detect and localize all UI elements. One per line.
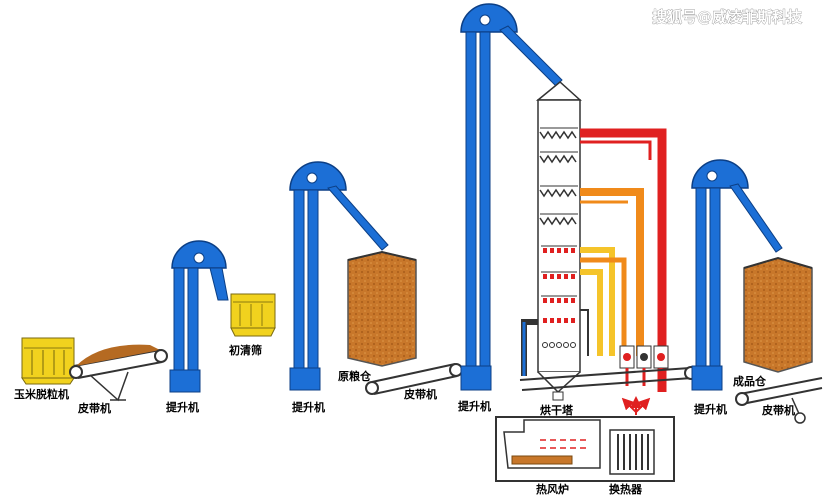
bucket-elevator-2 bbox=[289, 161, 389, 391]
elevator-3-label: 提升机 bbox=[458, 399, 491, 413]
watermark-text: 搜狐号@威凌菲斯科技 bbox=[652, 8, 803, 26]
belt-conveyor-1 bbox=[69, 344, 168, 402]
pre-cleaner-label: 初清筛 bbox=[229, 343, 262, 357]
elevator-1-label: 提升机 bbox=[166, 400, 199, 414]
tower-tier-lower bbox=[541, 245, 577, 348]
drying-tower bbox=[535, 81, 582, 401]
corn-sheller bbox=[21, 337, 75, 385]
belt-2-label: 皮带机 bbox=[403, 387, 437, 401]
belt-conveyor-3 bbox=[735, 377, 823, 424]
belt-3-label: 皮带机 bbox=[761, 403, 795, 417]
hot-air-furnace-label: 热风炉 bbox=[536, 482, 569, 496]
elevator-4-label: 提升机 bbox=[694, 402, 727, 416]
bucket-elevator-3 bbox=[460, 3, 563, 391]
finished-product-bin bbox=[743, 256, 813, 373]
bucket-elevator-4 bbox=[691, 159, 783, 391]
hot-air-ducts bbox=[521, 128, 667, 392]
drying-tower-label: 烘干塔 bbox=[540, 403, 574, 417]
belt-conveyor-2 bbox=[365, 363, 463, 395]
belt-1-label: 皮带机 bbox=[77, 401, 111, 415]
elevator-2-label: 提升机 bbox=[292, 400, 325, 414]
furnace-exchanger-box bbox=[495, 396, 675, 482]
raw-grain-bin bbox=[347, 250, 417, 367]
bucket-elevator-1 bbox=[169, 240, 229, 393]
corn-sheller-label: 玉米脱粒机 bbox=[14, 387, 69, 401]
raw-grain-bin-label: 原粮仓 bbox=[338, 369, 372, 383]
tower-tier-hot bbox=[539, 127, 578, 164]
heat-exchanger-label: 换热器 bbox=[609, 482, 643, 496]
pre-cleaner bbox=[230, 293, 276, 337]
finished-bin-label: 成品仓 bbox=[733, 374, 767, 388]
tower-tier-warm bbox=[539, 185, 578, 226]
